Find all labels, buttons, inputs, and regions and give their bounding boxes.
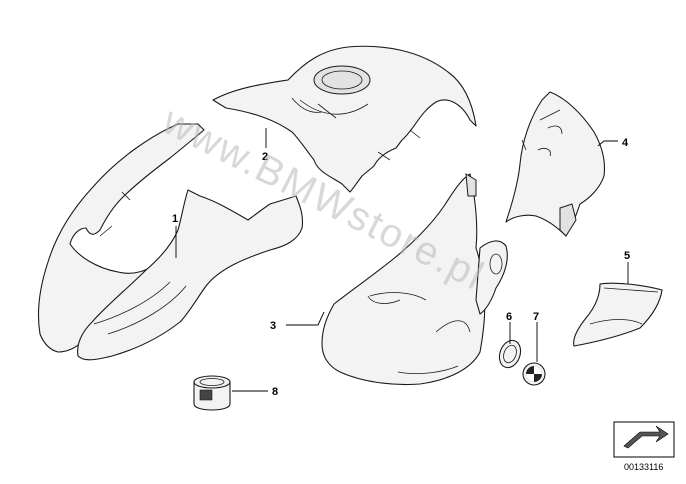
callout-1[interactable]: 1: [172, 213, 178, 225]
part-3-side-bracket[interactable]: [475, 240, 508, 315]
callout-3[interactable]: 3: [270, 320, 276, 332]
part-8-paint-can-icon[interactable]: [193, 375, 231, 411]
callout-4[interactable]: 4: [622, 137, 629, 149]
part-2-tank-cover[interactable]: [212, 45, 477, 193]
part-7-bmw-badge-icon[interactable]: [522, 362, 546, 386]
callout-2[interactable]: 2: [262, 151, 268, 163]
diagram-reference-box: 00133116: [613, 421, 675, 472]
part-6-round-cap[interactable]: [496, 337, 524, 370]
part-5-tail-trim[interactable]: [573, 282, 663, 347]
callout-5[interactable]: 5: [624, 250, 630, 262]
callout-7[interactable]: 7: [533, 311, 539, 323]
callout-8[interactable]: 8: [272, 386, 278, 398]
diagram-number: 00133116: [624, 462, 663, 472]
part-4-rear-cover[interactable]: [505, 91, 606, 237]
callout-6[interactable]: 6: [506, 311, 512, 323]
view-direction-arrow-icon: [623, 425, 669, 449]
part-1-side-panel[interactable]: [37, 123, 304, 361]
